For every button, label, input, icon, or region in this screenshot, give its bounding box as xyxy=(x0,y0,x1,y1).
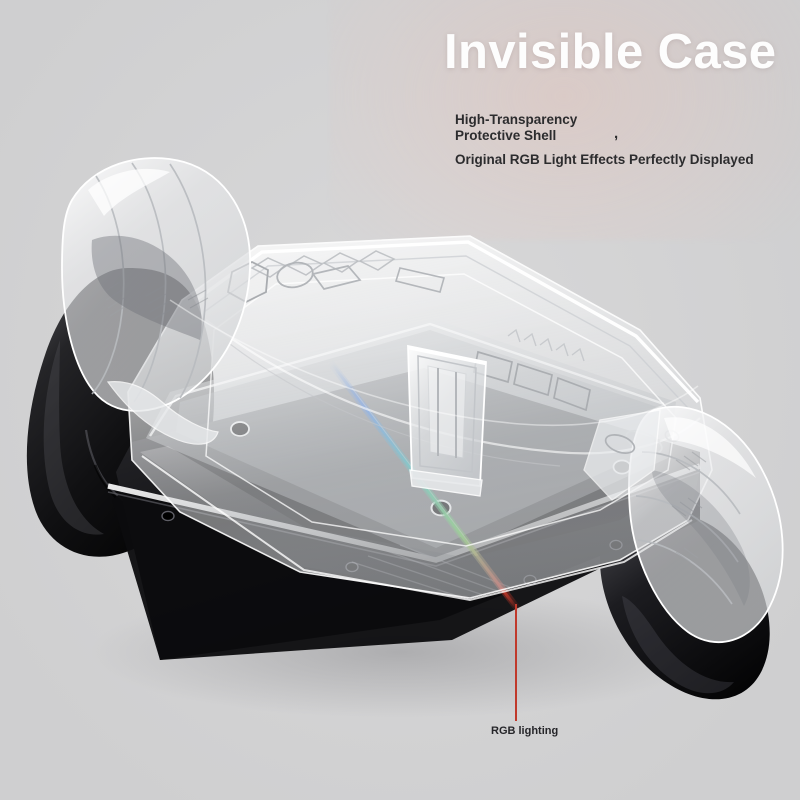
feature-secondary-text: Original RGB Light Effects Perfectly Dis… xyxy=(455,152,754,167)
rgb-lighting-pointer-line xyxy=(515,604,517,721)
page-title: Invisible Case xyxy=(444,25,777,79)
left-grip-highlight xyxy=(43,340,104,535)
feature-primary-text: High-Transparency Protective Shell xyxy=(455,112,578,143)
background-warm-glow xyxy=(330,0,800,240)
grip-texture-left xyxy=(103,281,209,321)
feature-separator-glyph: , xyxy=(614,125,619,142)
shell-vent-marks xyxy=(507,328,585,362)
grip-texture-right xyxy=(671,451,707,563)
clear-case-right-grip xyxy=(583,405,784,644)
rgb-lighting-label: RGB lighting xyxy=(491,725,559,737)
shell-bottom-lip xyxy=(140,446,700,596)
shell-usb-cutout xyxy=(311,265,362,290)
shell-shoulder-slot xyxy=(394,267,446,293)
right-grip-highlight xyxy=(622,596,734,694)
clear-case-kickstand-cover xyxy=(407,344,487,497)
clear-case-left-grip xyxy=(61,157,251,445)
shell-power-button-cutout xyxy=(276,261,314,289)
shell-gloss-sweep xyxy=(169,299,699,427)
